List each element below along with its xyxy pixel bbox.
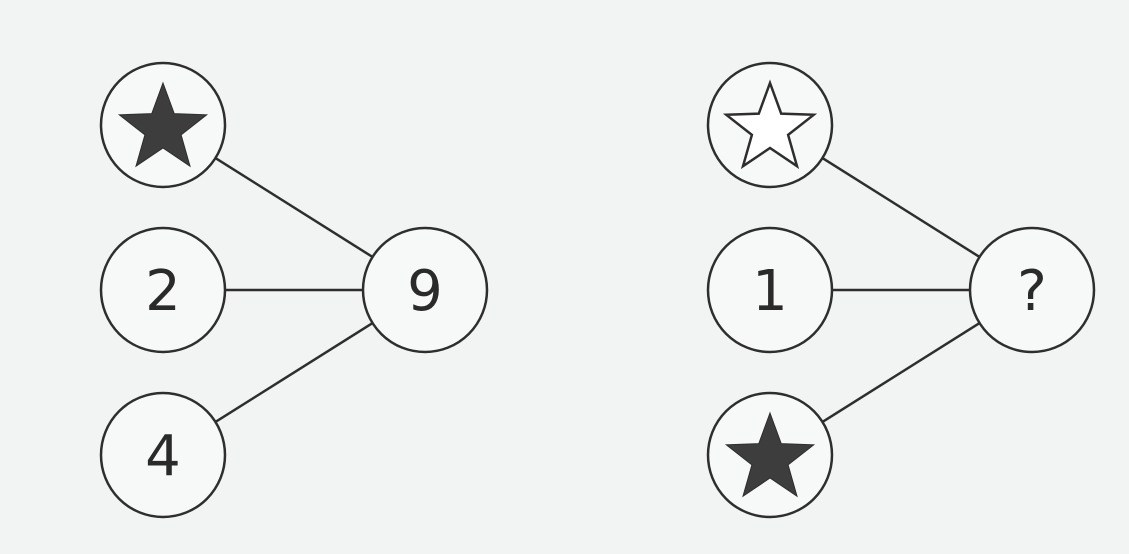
question-mark-label: ?: [1017, 259, 1047, 324]
filled-star-icon: [117, 81, 209, 168]
input-node: 2: [99, 226, 227, 354]
number-label: 2: [145, 259, 181, 324]
node-circle: [968, 226, 1096, 354]
input-node: [99, 61, 227, 189]
input-node: [706, 61, 834, 189]
node-circle: [99, 391, 227, 519]
number-label: 1: [752, 259, 788, 324]
connector-line: [214, 156, 374, 259]
result-node: 9: [361, 226, 489, 354]
filled-star-icon: [724, 411, 816, 498]
number-label: 9: [407, 259, 443, 324]
input-node: 1: [706, 226, 834, 354]
outline-star-icon: [722, 79, 818, 170]
input-node: 4: [99, 391, 227, 519]
input-node: [706, 391, 834, 519]
connector-line: [214, 321, 374, 424]
connector-line: [821, 321, 981, 424]
result-node: ?: [968, 226, 1096, 354]
node-circle: [99, 226, 227, 354]
node-circle: [361, 226, 489, 354]
number-label: 4: [145, 424, 181, 489]
puzzle-right: 1?: [706, 61, 1096, 519]
connector-line: [821, 156, 981, 259]
puzzle-left: 2 4 9: [99, 61, 489, 519]
node-circle: [706, 226, 834, 354]
